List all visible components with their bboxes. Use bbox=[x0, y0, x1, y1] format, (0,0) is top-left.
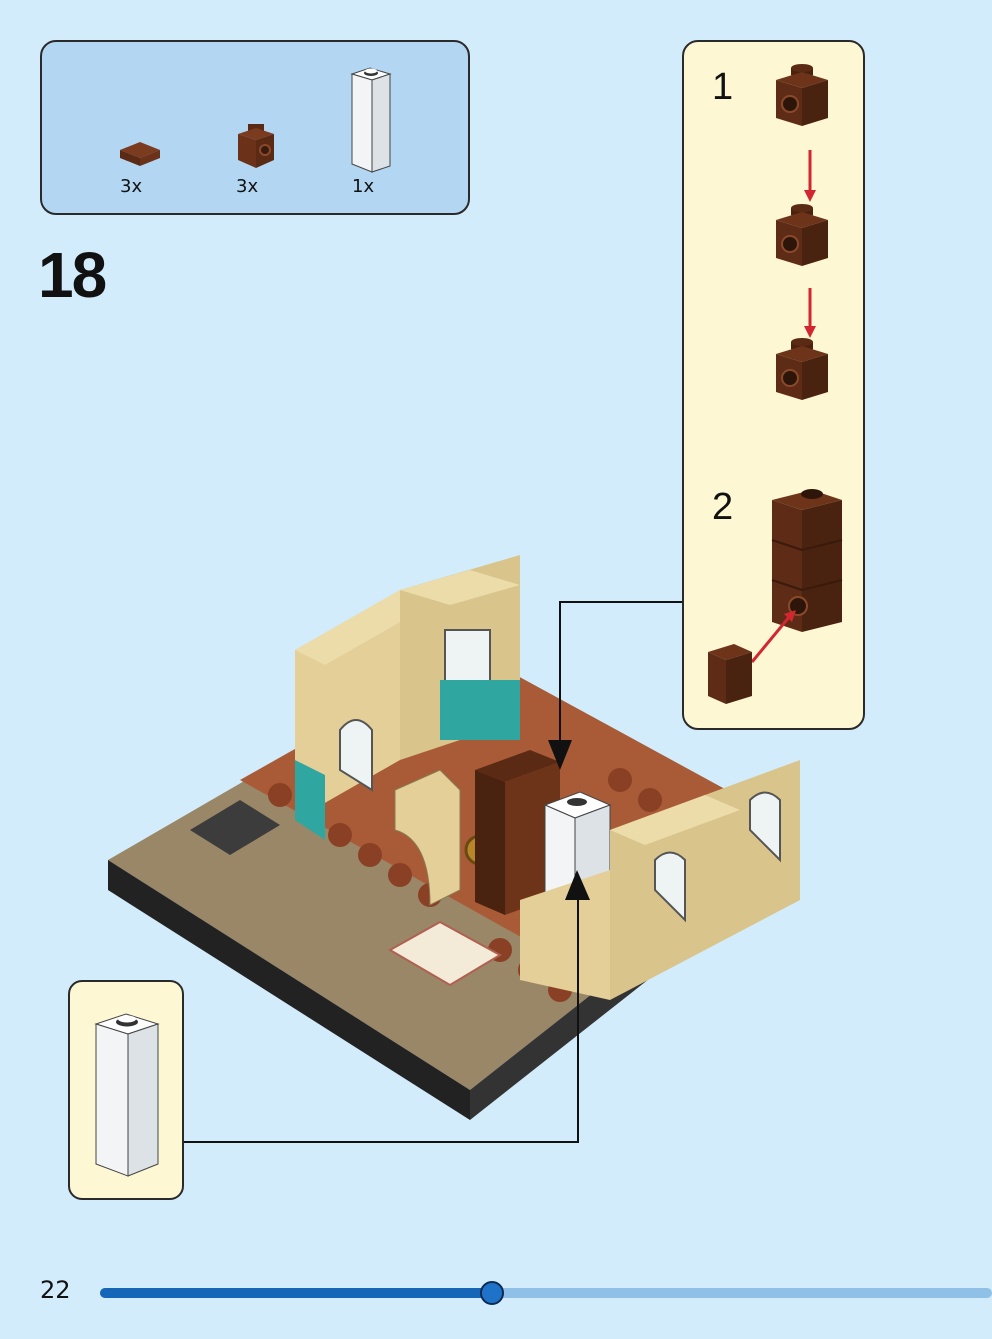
page-number: 22 bbox=[40, 1276, 71, 1304]
subassembly-box: 1 2 bbox=[682, 40, 865, 730]
progress-track bbox=[100, 1288, 992, 1298]
substep-1-illustration bbox=[775, 63, 829, 401]
substep-1-label: 1 bbox=[712, 66, 734, 108]
white-column-brick-icon bbox=[350, 67, 392, 173]
brown-brick-with-stud-side-icon bbox=[238, 124, 274, 168]
substep-2-illustration bbox=[708, 489, 843, 704]
model-illustration bbox=[108, 555, 800, 1120]
brown-tile-1x1-icon bbox=[120, 142, 160, 166]
parts-list-box: 3x 3x 1x bbox=[40, 40, 470, 215]
substep-2-label: 2 bbox=[712, 486, 734, 528]
progress-fill bbox=[100, 1288, 492, 1298]
part-callout-box bbox=[68, 980, 184, 1200]
part-qty-2: 3x bbox=[236, 176, 259, 197]
part-qty-3: 1x bbox=[352, 176, 375, 197]
progress-knob bbox=[480, 1281, 504, 1305]
white-column-brick-icon bbox=[94, 1013, 160, 1177]
part-qty-1: 3x bbox=[120, 176, 143, 197]
step-number: 18 bbox=[38, 239, 107, 311]
